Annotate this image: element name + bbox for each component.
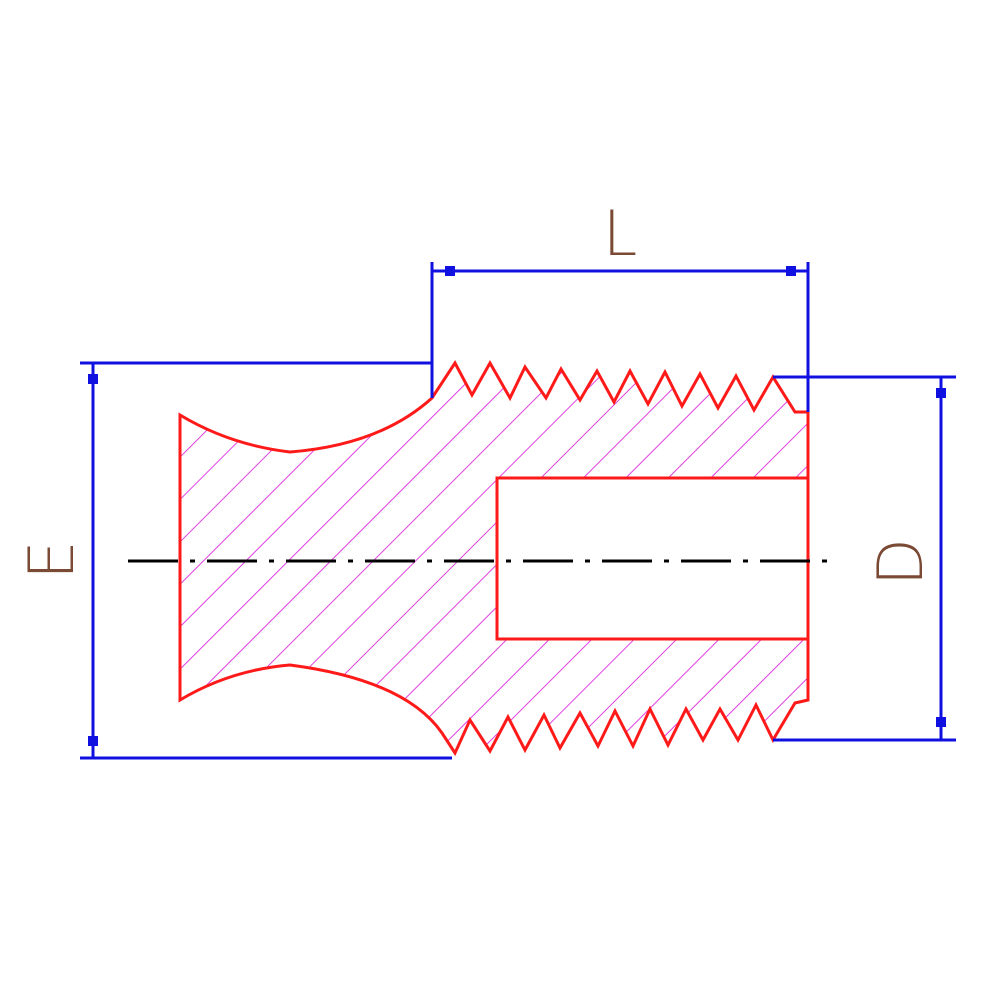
dimension-label-length: L <box>603 197 638 270</box>
dimension-terminator <box>936 388 946 398</box>
dimension-terminator <box>445 266 455 276</box>
dimension-length: L <box>430 197 810 412</box>
dimension-terminator <box>88 374 98 384</box>
dimension-terminator <box>936 717 946 727</box>
bore-outline <box>495 476 810 641</box>
dimension-thread-diameter: D <box>773 375 956 742</box>
part-outline <box>178 359 810 757</box>
hatched-section <box>180 363 808 753</box>
dimension-head-diameter: E <box>15 361 452 760</box>
dimension-label-head-diameter: E <box>15 540 88 579</box>
dimension-terminator <box>88 736 98 746</box>
dimension-terminator <box>786 266 796 276</box>
dimension-label-thread-diameter: D <box>864 538 937 586</box>
bore-cavity <box>497 478 808 639</box>
